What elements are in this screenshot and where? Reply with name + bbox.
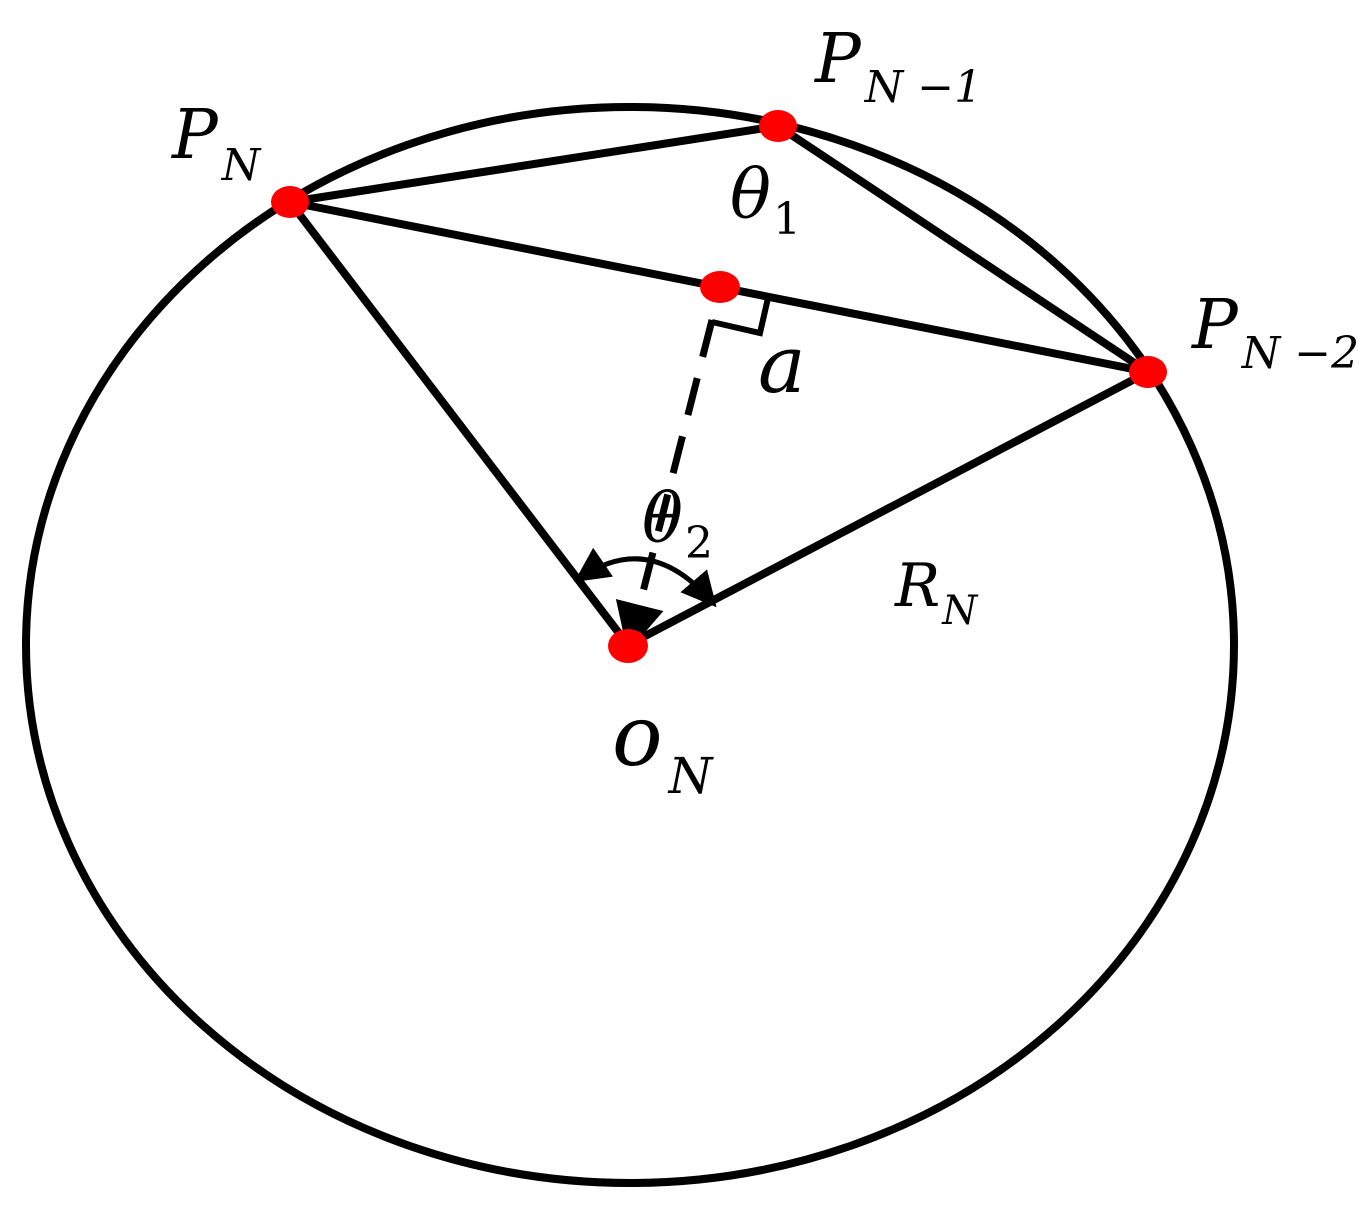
radius-to-pn xyxy=(286,199,632,648)
chord-pn-to-pn1 xyxy=(289,122,779,206)
point-chord-midpoint xyxy=(700,271,740,303)
theta2-angle-arc xyxy=(574,547,717,608)
point-pn-minus-2 xyxy=(1129,356,1167,388)
label-pn: PN xyxy=(170,96,262,191)
chord-pn1-to-pn2 xyxy=(775,122,1151,376)
circle-outline xyxy=(22,103,1238,1187)
radius-to-pn2 xyxy=(626,368,1150,649)
label-pn-minus-1: PN −1 xyxy=(813,20,982,113)
label-a: a xyxy=(758,318,806,411)
right-angle-marker xyxy=(711,297,771,337)
label-theta1: θ1 xyxy=(730,156,801,245)
label-theta2: θ2 xyxy=(642,480,713,569)
point-center-on xyxy=(608,629,648,663)
label-rn: RN xyxy=(894,551,979,634)
point-pn xyxy=(271,186,309,218)
label-pn-minus-2: PN −2 xyxy=(1190,286,1359,379)
point-pn-minus-1 xyxy=(759,110,797,142)
